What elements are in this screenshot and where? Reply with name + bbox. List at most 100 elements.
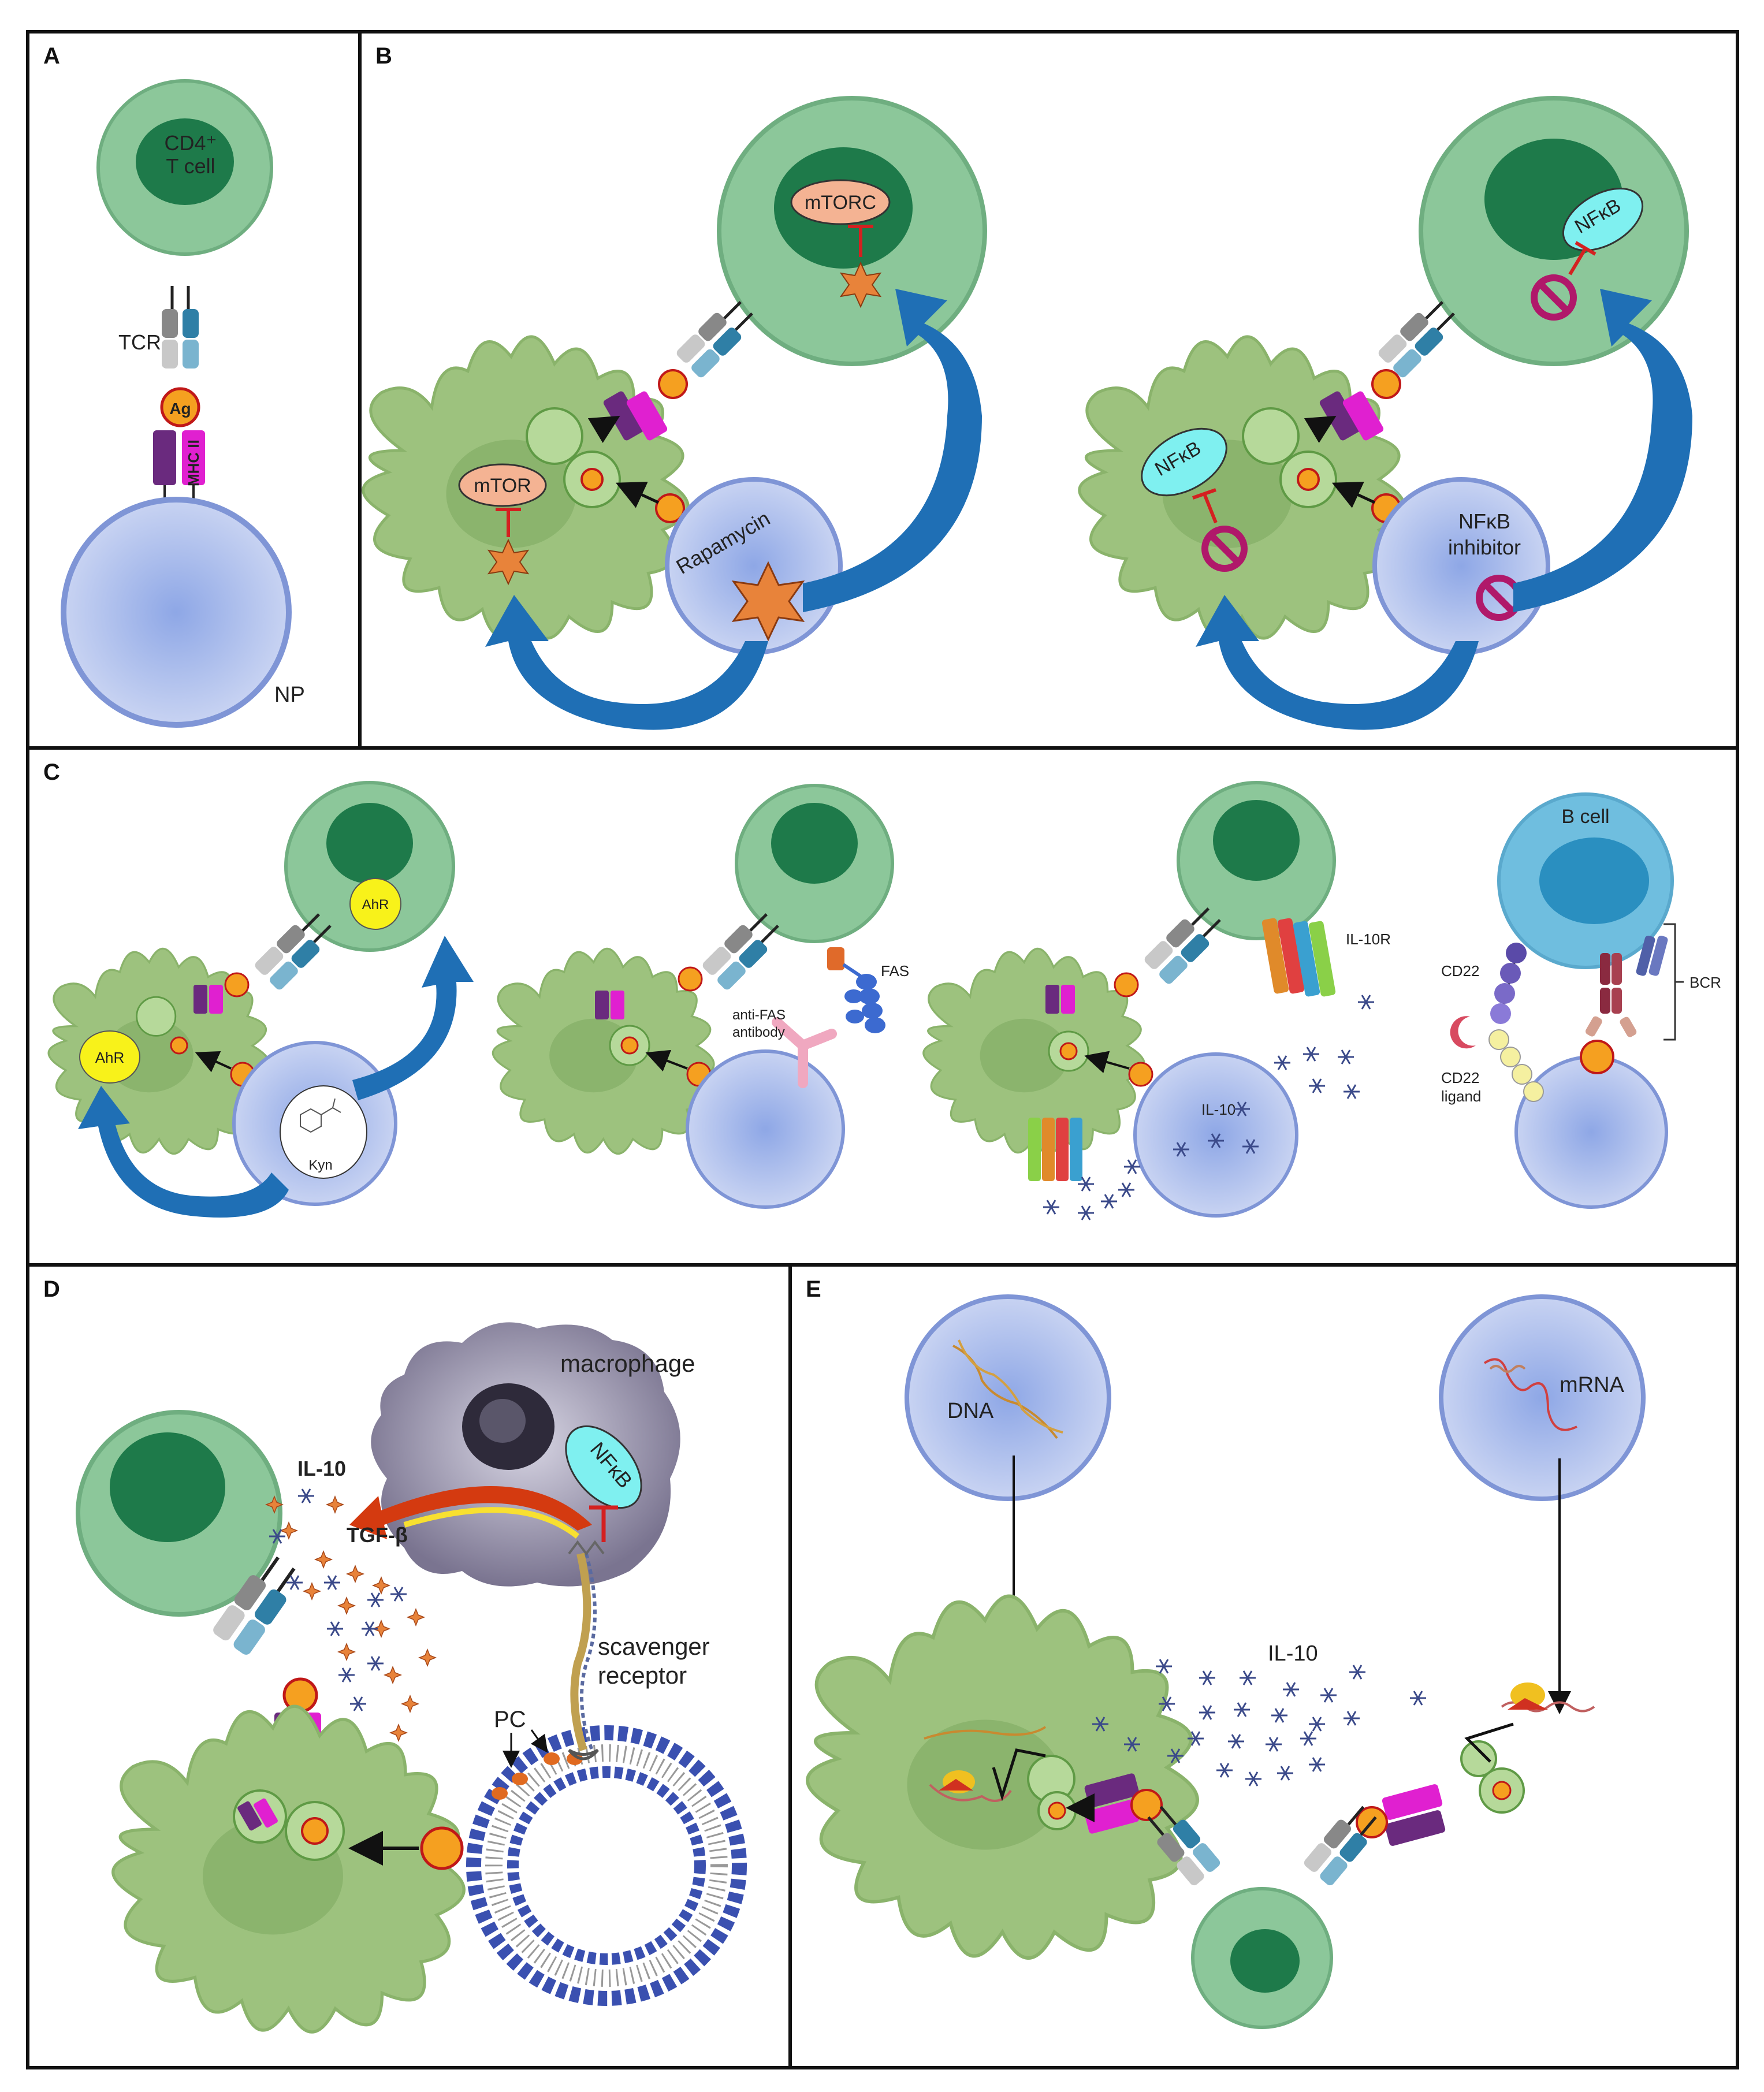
np-label: NP (274, 683, 305, 707)
t-cell-label-sub: T cell (166, 154, 215, 178)
ahr-dc (79, 1030, 140, 1084)
antigen-label: Ag (169, 400, 191, 418)
phosphatidylcholine-molecules (492, 1752, 583, 1800)
antigen-np (1128, 1062, 1153, 1087)
dna-helix (952, 1339, 1063, 1439)
antigen (658, 369, 688, 399)
mhc-purple-chain (153, 430, 176, 485)
macrophage-label: macrophage (560, 1350, 695, 1377)
antigen-np (655, 493, 685, 523)
nfkb-bubble (565, 1425, 642, 1509)
endosome-upper (1242, 407, 1300, 465)
b-cell-nucleus (1539, 837, 1649, 924)
anti-fas-label-line2: antibody (732, 1025, 785, 1040)
anti-fas-label-line1: anti-FAS (732, 1007, 786, 1023)
nanoparticle (1133, 1052, 1298, 1218)
rapamycin-molecule-tcell (839, 261, 882, 308)
mhc-magenta-chain (182, 430, 205, 485)
ahr-tcell (349, 878, 401, 930)
pc-label: PC (494, 1707, 526, 1732)
anti-fas-antibody (772, 1017, 837, 1088)
antigen (678, 966, 703, 992)
tgfb-label: TGF-β (347, 1523, 408, 1547)
fas-receptor (827, 947, 885, 1033)
delivery-arrow-to-tcell (352, 936, 474, 1100)
panel-c-ahr: AhR AhR Kyn (47, 781, 474, 1218)
inhibitor-label-line1: NFκB (1458, 509, 1510, 533)
tcr-label: TCR (118, 330, 161, 354)
antigen-left (1130, 1789, 1163, 1821)
inhibitor-label-line2: inhibitor (1448, 535, 1521, 559)
panel-b: B mTORC mTOR R (363, 43, 1692, 730)
nanoparticle (1514, 1055, 1668, 1209)
mtor-label: mTOR (474, 475, 531, 497)
endosome (136, 996, 177, 1037)
tcr-receptor (162, 286, 199, 368)
delivery-arrow-to-tcell (1513, 289, 1692, 612)
scavenger-receptor (568, 1540, 605, 1760)
il10-label: IL-10 (1268, 1641, 1318, 1666)
antigen (1371, 369, 1401, 399)
panel-letter-e: E (806, 1276, 821, 1302)
antigen-liposome (420, 1826, 464, 1870)
antigen (224, 972, 250, 997)
delivery-arrow-to-dc (78, 1086, 289, 1218)
cd22-ligand-label-line2: ligand (1441, 1088, 1481, 1105)
mhc-label: MHC II (185, 440, 202, 486)
mtorc-label: mTORC (805, 192, 876, 214)
ahr-dc-label: AhR (95, 1049, 125, 1066)
delivery-arrow-to-tcell (803, 289, 982, 612)
t-cell-label: CD4⁺ (164, 131, 217, 155)
antigen (1580, 1040, 1614, 1074)
panel-c-il10: IL-10 IL-10R (922, 781, 1391, 1221)
mtorc-bubble (790, 179, 891, 225)
cd22-receptor (1490, 943, 1527, 1024)
panel-letter-d: D (43, 1276, 60, 1302)
cd22-label: CD22 (1441, 962, 1479, 980)
transcription-complex-right (1501, 1682, 1595, 1713)
liposome (466, 1725, 747, 2006)
panel-letter-a: A (43, 43, 60, 69)
nfkb-bubble-dc (1141, 427, 1227, 497)
mtor-bubble (458, 463, 547, 507)
panel-letter-b: B (375, 43, 392, 69)
secretion-arrow (349, 1486, 592, 1539)
panel-a: A CD4⁺ T cell TCR Ag MHC II NP (43, 43, 305, 728)
panel-c-bcell: B cell CD22 CD22 ligand (1441, 792, 1721, 1209)
nanoparticle (61, 497, 292, 728)
ahr-tcell-label: AhR (362, 897, 389, 913)
scavenger-receptor-label-line2: receptor (598, 1662, 687, 1689)
il10-label: IL-10 (1201, 1101, 1235, 1118)
il10r-label: IL-10R (1346, 930, 1391, 948)
panel-borders (26, 30, 1739, 2069)
kyn-label: Kyn (308, 1157, 332, 1173)
panel-letter-c: C (43, 760, 60, 785)
cd22-ligand (1488, 1029, 1544, 1102)
rapamycin-drug (731, 561, 805, 642)
mrna-label: mRNA (1560, 1373, 1625, 1397)
delivery-arrow-to-dc (485, 595, 768, 730)
cd22-ligand-label-line1: CD22 (1441, 1069, 1479, 1086)
fas-label: FAS (881, 962, 909, 980)
panel-c-fas: FAS anti-FAS antibody (492, 784, 909, 1209)
scavenger-receptor-label-line1: scavenger (598, 1633, 710, 1660)
il10-label: IL-10 (297, 1457, 346, 1480)
antigen (160, 387, 200, 427)
panel-e: E DNA mRNA (806, 1276, 1646, 2029)
panel-b-left: mTORC mTOR Rapamycin (363, 96, 987, 730)
mhc-left (1084, 1773, 1140, 1808)
delivery-arrow-to-dc (1196, 595, 1479, 730)
nanoparticle (686, 1049, 845, 1209)
il10r-receptor-tcell (1261, 918, 1336, 997)
dna-in-nucleus (924, 1726, 1047, 1740)
panel-d: D PC macrophage (43, 1276, 747, 2032)
panel-c: C AhR AhR Kyn (43, 760, 1721, 1221)
mrna-strand (1483, 1358, 1577, 1431)
dna-label: DNA (947, 1399, 994, 1423)
endosome-upper (526, 407, 583, 465)
nanoparticle-dna (905, 1294, 1111, 1501)
bcr-label: BCR (1689, 974, 1721, 991)
nfkb-bubble-tcell (1562, 188, 1644, 251)
dendritic-cell (113, 1706, 464, 2032)
